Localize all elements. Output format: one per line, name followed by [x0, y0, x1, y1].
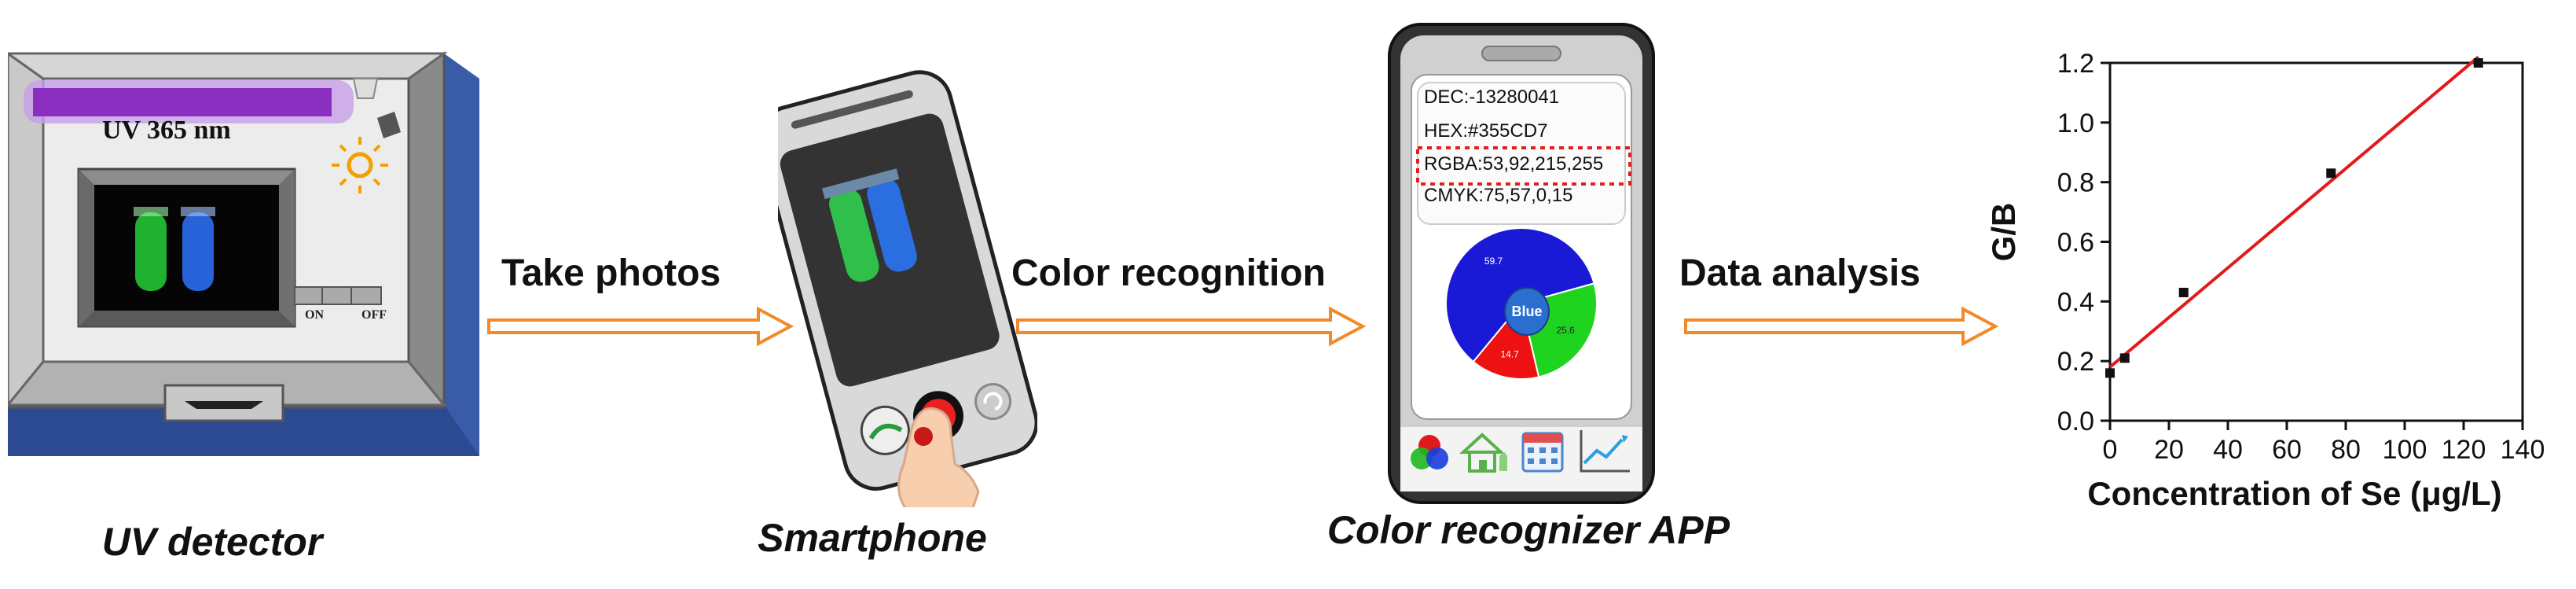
y-tick-label: 0.8 — [2057, 168, 2094, 198]
smartphone-illustration — [778, 70, 1037, 507]
switch-off-label: OFF — [361, 308, 387, 322]
color-wheel-icon[interactable] — [1405, 429, 1454, 477]
x-tick-label: 20 — [2154, 435, 2184, 465]
pie-slice-label: 25.6 — [1557, 325, 1576, 336]
pie-slice-label: 59.7 — [1484, 256, 1503, 267]
data-point — [2473, 58, 2483, 68]
data-point — [2178, 287, 2189, 297]
data-point — [2105, 368, 2115, 378]
arrow-label-data-analysis: Data analysis — [1679, 252, 1921, 294]
pie-center-badge — [1504, 287, 1550, 336]
uv-lamp-label: UV 365 nm — [102, 116, 231, 145]
y-tick-label: 0.0 — [2057, 407, 2094, 436]
y-tick-label: 0.4 — [2057, 287, 2094, 317]
pie-center-label: Blue — [1511, 304, 1542, 319]
fit-line — [2108, 55, 2480, 369]
y-tick-label: 1.2 — [2057, 49, 2094, 79]
plot-frame — [2108, 61, 2524, 422]
uv-detector-illustration — [8, 51, 479, 456]
y-tick-label: 0.6 — [2057, 228, 2094, 258]
x-tick-label: 140 — [2501, 435, 2545, 465]
data-point — [2326, 168, 2336, 179]
arrow-label-color-recognition: Color recognition — [1011, 252, 1326, 294]
app-cmyk-value: CMYK:75,57,0,15 — [1424, 185, 1573, 206]
app-color-pie-chart: 59.7 25.6 14.7 Blue — [1445, 227, 1598, 380]
caption-uv-detector: UV detector — [101, 520, 323, 564]
arrow-label-take-photos: Take photos — [501, 252, 721, 294]
y-tick-label: 1.0 — [2057, 109, 2094, 138]
house-icon[interactable] — [1459, 429, 1510, 477]
x-tick-label: 60 — [2272, 435, 2302, 465]
x-tick-label: 0 — [2103, 435, 2118, 465]
switch-on-label: ON — [305, 308, 324, 322]
x-tick-label: 100 — [2383, 435, 2427, 465]
x-tick-label: 120 — [2442, 435, 2486, 465]
app-hex-value: HEX:#355CD7 — [1424, 120, 1548, 142]
y-tick-label: 0.2 — [2057, 347, 2094, 377]
app-rgba-value: RGBA:53,92,215,255 — [1424, 153, 1604, 175]
arrow-right-icon — [1016, 306, 1366, 347]
arrow-right-icon — [1684, 306, 1998, 347]
trend-chart-icon[interactable] — [1578, 425, 1633, 476]
x-tick-label: 40 — [2213, 435, 2243, 465]
pie-slice-label: 14.7 — [1500, 349, 1519, 360]
caption-smartphone: Smartphone — [758, 516, 987, 560]
y-axis-label: G/B — [1985, 203, 2022, 262]
x-axis-label: Concentration of Se (μg/L) — [2087, 475, 2501, 512]
caption-app: Color recognizer APP — [1327, 508, 1730, 552]
arrow-right-icon — [487, 306, 794, 347]
data-point — [2119, 353, 2130, 363]
app-dec-value: DEC:-13280041 — [1424, 87, 1560, 108]
calendar-icon[interactable] — [1518, 425, 1567, 476]
x-tick-label: 80 — [2331, 435, 2361, 465]
